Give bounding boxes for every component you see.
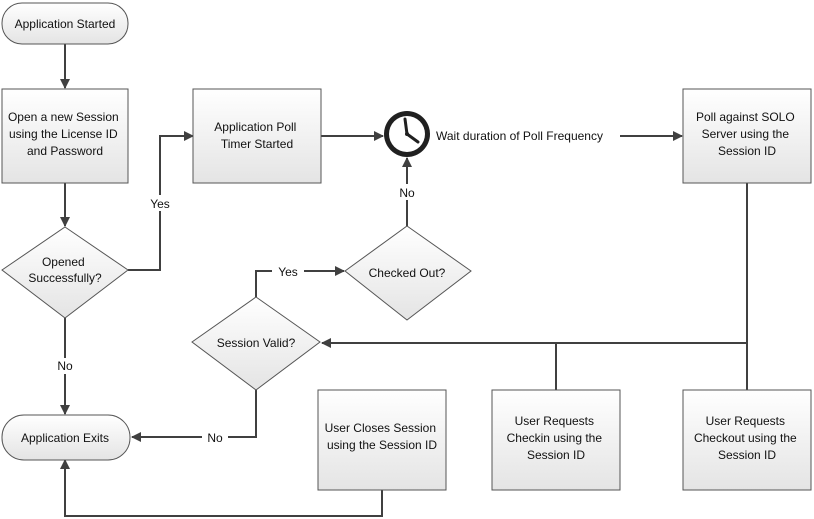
edge-valid-yes bbox=[255, 266, 345, 297]
decision-label: Session Valid? bbox=[217, 336, 296, 350]
label-valid-no: No bbox=[207, 431, 223, 445]
node-label: Application Started bbox=[15, 17, 116, 31]
node-label-line: Session ID bbox=[527, 448, 585, 462]
node-label-line: Session ID bbox=[718, 448, 776, 462]
clock-icon bbox=[384, 111, 430, 157]
decision-checked-out: Checked Out? bbox=[344, 225, 472, 321]
node-label: Application Exits bbox=[21, 431, 109, 445]
node-label-line: User Requests bbox=[515, 414, 594, 428]
node-user-requests-checkout: User Requests Checkout using the Session… bbox=[682, 389, 812, 491]
decision-label-line: Opened bbox=[42, 255, 85, 269]
node-application-started: Application Started bbox=[1, 2, 129, 45]
node-poll-solo-server: Poll against SOLO Server using the Sessi… bbox=[682, 88, 812, 184]
edges bbox=[60, 44, 748, 517]
svg-text:User Closes Session usin: User Closes Session using the Session ID bbox=[325, 421, 440, 452]
decision-session-valid: Session Valid? bbox=[191, 296, 321, 391]
node-label-line: Poll against SOLO bbox=[696, 110, 795, 124]
decision-opened-successfully: Opened Successfully? bbox=[1, 226, 129, 319]
node-label-line: Open a new Session bbox=[8, 110, 119, 124]
node-label-line: using the License ID bbox=[9, 127, 118, 141]
node-wait-poll-frequency: Wait duration of Poll Frequency bbox=[384, 111, 603, 157]
decision-label: Checked Out? bbox=[369, 266, 446, 280]
label-opened-no: No bbox=[57, 359, 73, 373]
node-label-line: using the Session ID bbox=[327, 438, 437, 452]
decision-label-line: Successfully? bbox=[28, 271, 102, 285]
wait-label: Wait duration of Poll Frequency bbox=[436, 129, 603, 143]
label-opened-yes: Yes bbox=[150, 197, 170, 211]
node-user-closes-session: User Closes Session using the Session ID bbox=[317, 389, 447, 491]
node-application-exits: Application Exits bbox=[1, 414, 131, 461]
node-label-line: Server using the bbox=[702, 127, 790, 141]
label-checked-no: No bbox=[399, 186, 415, 200]
node-open-session: Open a new Session using the License ID … bbox=[1, 88, 129, 184]
label-valid-yes: Yes bbox=[278, 265, 298, 279]
svg-text:User Requests Checkout u: User Requests Checkout using the Session… bbox=[694, 414, 800, 462]
node-label-line: User Requests bbox=[706, 414, 785, 428]
node-label-line: Session ID bbox=[718, 144, 776, 158]
svg-text:User Requests Checkin us: User Requests Checkin using the Session … bbox=[507, 414, 606, 462]
svg-text:Application Poll Timer S: Application Poll Timer Started bbox=[214, 120, 299, 151]
svg-text:Opened Successfully?: Opened Successfully? bbox=[28, 255, 102, 285]
edge-closes-to-exit bbox=[60, 459, 383, 517]
edge-valid-no bbox=[131, 390, 257, 442]
node-application-poll-timer: Application Poll Timer Started bbox=[192, 88, 322, 184]
edge-labels: Yes No No Yes No bbox=[52, 184, 420, 445]
node-label-line: Application Poll bbox=[214, 120, 296, 134]
svg-text:Poll against SOLO Server: Poll against SOLO Server using the Sessi… bbox=[696, 110, 798, 158]
node-label-line: User Closes Session bbox=[325, 421, 436, 435]
node-label-line: Checkin using the bbox=[507, 431, 603, 445]
node-label-line: Checkout using the bbox=[694, 431, 797, 445]
node-user-requests-checkin: User Requests Checkin using the Session … bbox=[491, 389, 621, 491]
svg-text:Open a new Session using: Open a new Session using the License ID … bbox=[8, 110, 122, 158]
node-label-line: Timer Started bbox=[221, 137, 293, 151]
node-label-line: and Password bbox=[27, 144, 103, 158]
svg-text:Application Started: Application Started bbox=[15, 17, 116, 31]
